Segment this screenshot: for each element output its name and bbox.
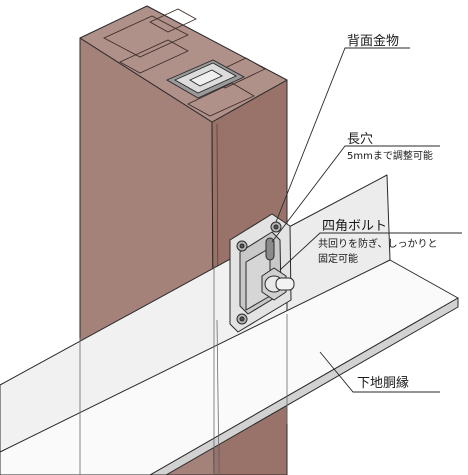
rail-front-edge xyxy=(149,297,459,475)
label-slot-note: 5mmまで調整可能 xyxy=(347,151,433,162)
post-hidden-outline xyxy=(79,265,288,475)
label-square-bolt: 四角ボルト xyxy=(322,219,388,234)
leader-back-bracket xyxy=(275,47,410,223)
label-square-bolt-note-2: 固定可能 xyxy=(318,254,358,265)
label-slot: 長穴 xyxy=(347,132,374,147)
back-bracket xyxy=(229,213,295,333)
adjustment-slot xyxy=(265,237,275,261)
leader-furring xyxy=(319,351,440,393)
label-square-bolt-note-1: 共回りを防ぎ、しっかりと xyxy=(318,239,438,250)
label-furring: 下地胴縁 xyxy=(357,376,410,391)
post-top-grooves xyxy=(103,8,266,117)
square-bolt-shaft xyxy=(275,277,295,291)
leader-slot xyxy=(271,145,440,243)
post-top-face xyxy=(79,5,288,123)
leader-lines xyxy=(271,47,462,393)
leader-square-bolt xyxy=(279,232,462,271)
label-back-bracket: 背面金物 xyxy=(347,34,400,49)
top-bracket xyxy=(166,59,246,99)
furring-rail xyxy=(0,174,459,475)
